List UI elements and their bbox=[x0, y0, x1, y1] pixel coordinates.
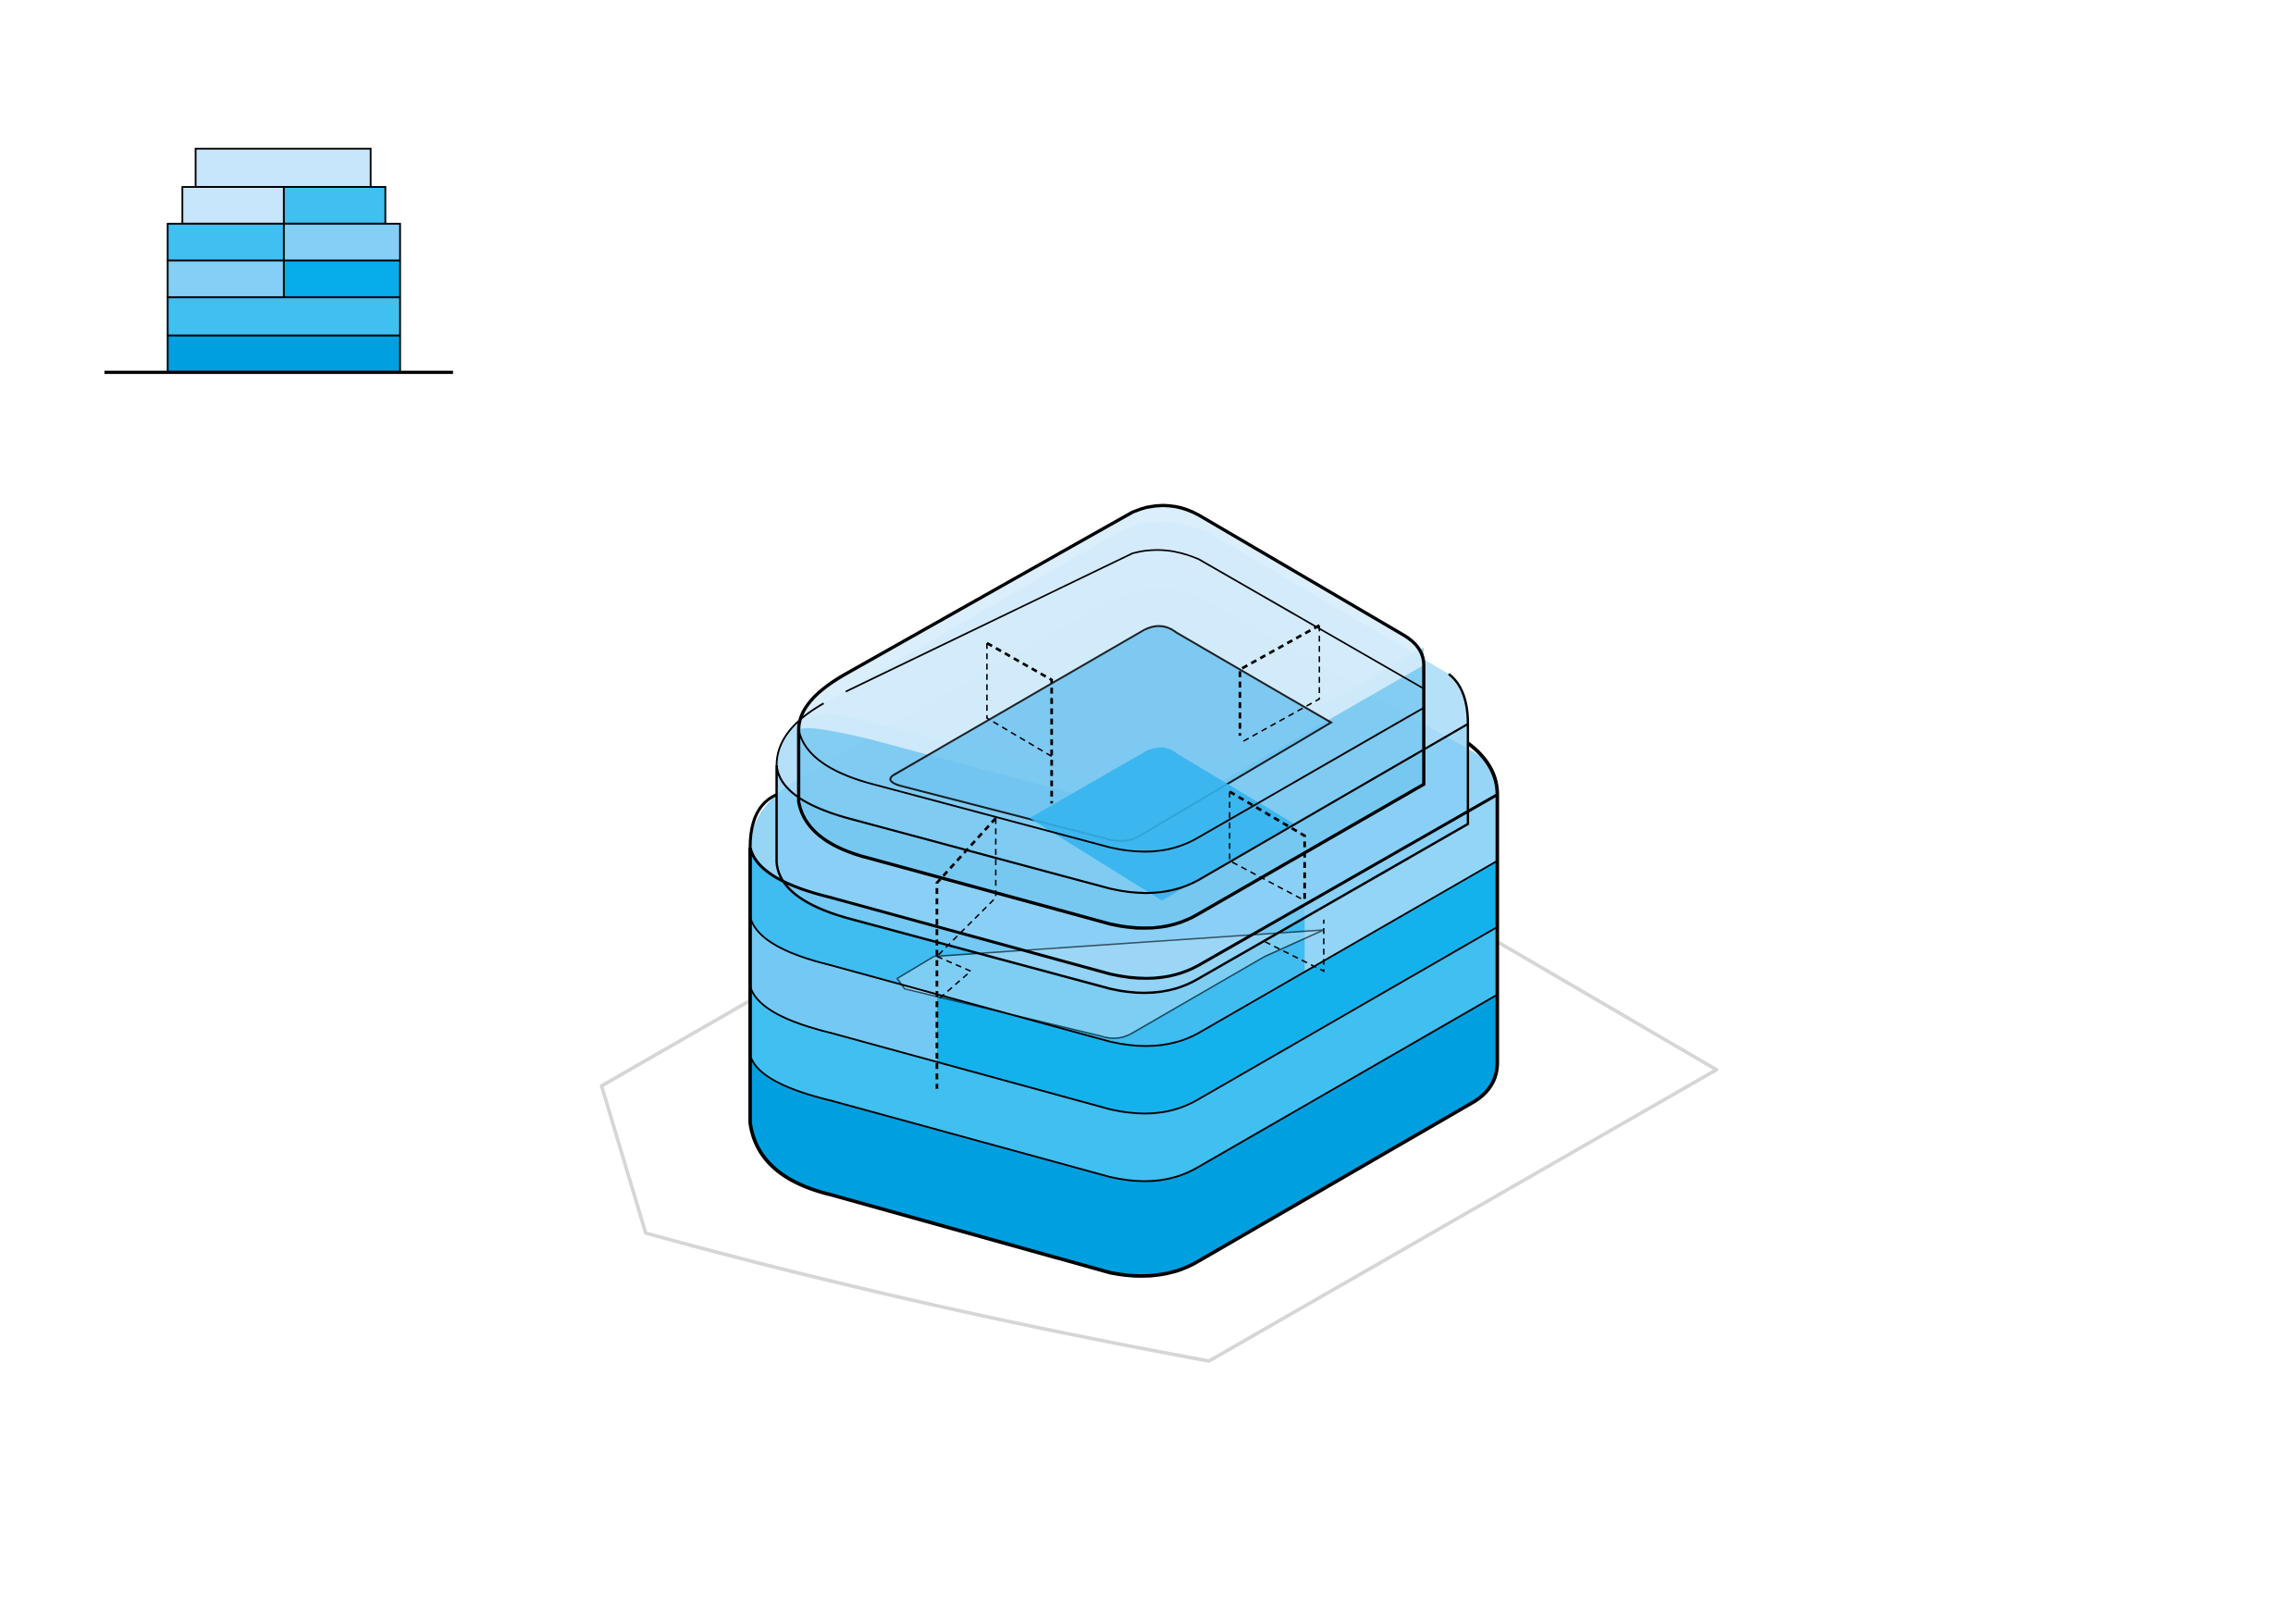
floor-6-outline bbox=[796, 503, 1426, 930]
floor-4-body-right-light bbox=[1304, 794, 1498, 972]
core-b-edges bbox=[1238, 624, 1320, 737]
site-outline bbox=[599, 940, 1719, 1363]
floor-6-top-inner-edge bbox=[797, 707, 1425, 853]
section-floor-6 bbox=[194, 147, 372, 188]
floor-4-top-edge bbox=[748, 793, 778, 848]
floor-3-body-right bbox=[936, 861, 1498, 1114]
section-floor-5-left bbox=[181, 186, 285, 225]
floor-5-back-outline bbox=[775, 702, 824, 765]
core-e-edges bbox=[1265, 919, 1325, 973]
floor-2-line bbox=[748, 925, 1499, 1115]
section-floor-1 bbox=[167, 334, 401, 374]
core-d-back bbox=[1228, 791, 1305, 901]
floor-4-line bbox=[748, 793, 1499, 980]
outer-silhouette bbox=[747, 741, 1500, 1278]
core-c-back bbox=[936, 818, 997, 958]
courtyard-lower bbox=[895, 929, 1325, 1039]
floor-5-top-outline bbox=[775, 723, 1469, 895]
section-floor-3-left bbox=[167, 259, 285, 299]
floor-1-body bbox=[749, 994, 1498, 1277]
section-diagram bbox=[104, 147, 453, 375]
floor-5-outline bbox=[775, 673, 1470, 995]
floor-5-body bbox=[776, 724, 1468, 994]
section-floor-4-right bbox=[282, 222, 401, 262]
hidden-edges bbox=[935, 624, 1325, 1089]
section-floor-3-right bbox=[282, 259, 401, 299]
section-floor-5-right bbox=[282, 186, 387, 225]
core-a-back bbox=[986, 642, 1053, 758]
core-b-back bbox=[1239, 625, 1321, 744]
floor-1-line bbox=[748, 994, 1499, 1183]
core-c-edges bbox=[935, 817, 997, 1089]
core-c-lower bbox=[936, 955, 972, 1001]
floor-outlines bbox=[747, 503, 1500, 1278]
section-floor-2 bbox=[167, 296, 401, 337]
floor-6-inner-ring bbox=[845, 549, 1425, 693]
core-d-edges bbox=[1228, 790, 1306, 901]
section-floor-4-left bbox=[167, 222, 285, 262]
floor-2-body bbox=[749, 926, 1498, 1182]
floor-3-line bbox=[748, 860, 1499, 1047]
core-a-edges bbox=[986, 641, 1054, 804]
floor-3-body-left bbox=[749, 916, 937, 1063]
axonometric-massing bbox=[747, 503, 1500, 1278]
